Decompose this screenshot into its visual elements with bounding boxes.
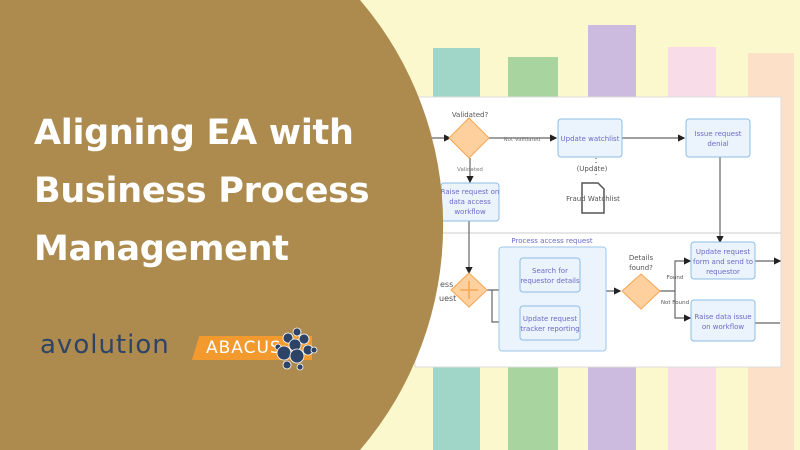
task-text: Search for: [532, 267, 568, 275]
task-text: requestor: [706, 268, 740, 276]
task-text: Update watchlist: [561, 135, 620, 143]
task-raise-issue: [690, 299, 756, 342]
page-title: Aligning EA with Business Process Manage…: [34, 104, 370, 278]
gateway-label: Validated?: [452, 111, 489, 119]
task-issue-denial: [685, 118, 751, 158]
task-text: denial: [707, 140, 728, 148]
gateway2-label-2: found?: [629, 264, 653, 272]
subprocess-label: Process access request: [511, 237, 592, 245]
task-search-requestor: [519, 257, 581, 293]
task-update-tracker: [519, 305, 581, 341]
task-text: Raise request on: [441, 188, 500, 196]
edge-label-not-found: Not Found: [661, 300, 689, 306]
task-update-form: [690, 241, 756, 280]
brown-circle-background: [0, 0, 444, 450]
task-update-watchlist: [557, 118, 623, 158]
task-text: requestor details: [520, 277, 580, 285]
data-association-label: (Update): [577, 165, 608, 173]
gateway2-label-1: Details: [629, 254, 654, 262]
task-text: on workflow: [702, 323, 745, 331]
edge-label-validated: Validated: [457, 167, 483, 173]
gateway-validated: [448, 117, 490, 159]
task-text: data access: [449, 198, 491, 206]
edge-label-not-validated: Not Validated: [503, 137, 540, 143]
task-text: Update request: [523, 315, 577, 323]
data-object-label: Fraud Watchlist: [566, 195, 620, 203]
parallel-plus-icon: [460, 281, 478, 299]
task-text: form and send to: [693, 258, 753, 266]
task-text: Issue request: [695, 130, 742, 138]
task-text: workflow: [454, 208, 486, 216]
title-line: Business Process: [34, 171, 370, 211]
task-text: Update request: [696, 248, 750, 256]
brand-name: avolution: [40, 330, 170, 360]
partial-label-2: uest: [439, 294, 456, 303]
partial-label-1: ess: [440, 280, 453, 289]
edge-label-found: Found: [667, 275, 684, 281]
data-object-icon: [581, 182, 605, 214]
task-text: Raise data issue: [694, 313, 751, 321]
title-line: Aligning EA with: [34, 113, 354, 153]
abacus-beads-icon: [274, 327, 318, 371]
task-text: tracker reporting: [520, 325, 579, 333]
title-line: Management: [34, 229, 289, 269]
gateway-details-found: [621, 273, 661, 310]
